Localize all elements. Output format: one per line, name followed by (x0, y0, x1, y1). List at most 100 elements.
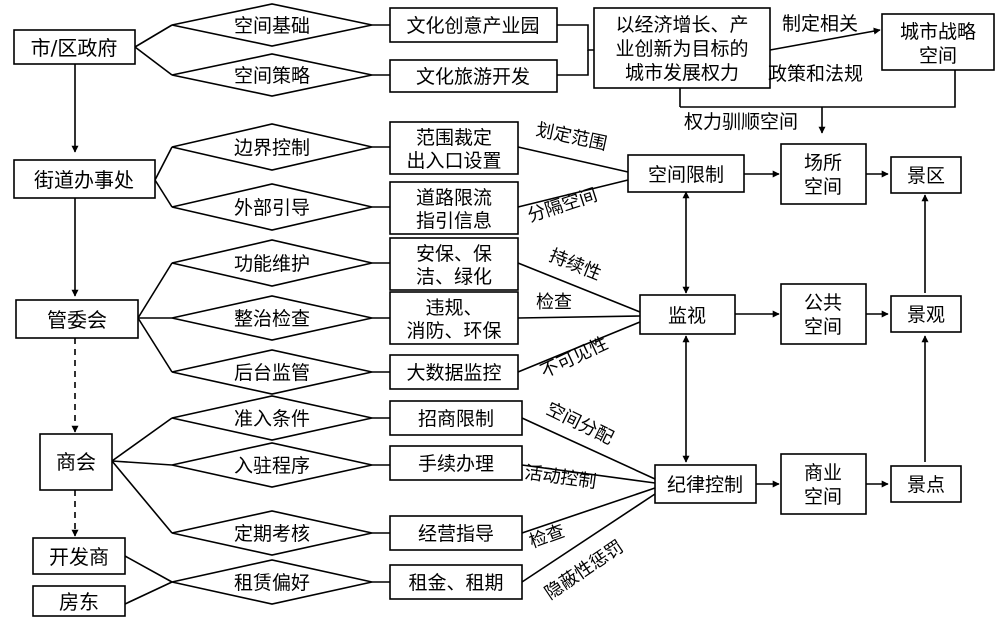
space-venue: 场所 空间 (780, 143, 867, 205)
mechanism-label: 空间限制 (648, 164, 724, 186)
measure-cultural-tourism: 文化旅游开发 (389, 59, 558, 93)
measure-label: 经营指导 (418, 523, 494, 545)
measure-label: 文化旅游开发 (416, 66, 530, 88)
edge-label-inspect-1: 检查 (536, 292, 572, 313)
strategy-label: 整治检查 (234, 308, 310, 330)
measure-scope-entrances: 范围裁定 出入口设置 (389, 121, 519, 175)
space-commercial: 商业 空间 (780, 453, 867, 515)
measure-label-line: 安保、保 (416, 243, 492, 265)
strategy-label: 入驻程序 (234, 455, 310, 477)
actor-label: 管委会 (47, 308, 107, 332)
actor-developer: 开发商 (32, 537, 126, 575)
city-development-power-box: 以经济增长、产 业创新为目标的 城市发展权力 (593, 7, 771, 89)
space-label-line: 场所 (804, 152, 842, 174)
outcome-label: 景区 (907, 165, 945, 187)
edge-label-sustained: 持续性 (546, 245, 604, 285)
measure-procedures: 手续办理 (389, 445, 523, 481)
strategy-label: 功能维护 (234, 253, 310, 275)
mechanism-surveillance: 监视 (639, 294, 736, 335)
actor-landlord: 房东 (32, 585, 126, 617)
edge-label-policies: 政策和法规 (768, 63, 863, 85)
actor-label: 街道办事处 (34, 168, 134, 192)
power-label-line: 城市发展权力 (625, 62, 739, 84)
measure-rent: 租金、租期 (389, 564, 523, 600)
outcome-scenic-spot: 景点 (890, 465, 962, 503)
measure-label-line: 洁、绿化 (416, 266, 492, 288)
strategy-label: 外部引导 (234, 197, 310, 219)
strategy-diamond-backend-supervision: 后台监管 (171, 349, 373, 395)
measure-label-line: 道路限流 (416, 187, 492, 209)
space-label-line: 公共 (804, 292, 842, 314)
measure-label: 文化创意产业园 (406, 15, 539, 37)
power-label-line: 业创新为目标的 (615, 38, 748, 60)
strategy-label: 后台监管 (234, 362, 310, 384)
actor-chamber-of-commerce: 商会 (39, 433, 113, 491)
measure-label-line: 出入口设置 (406, 150, 501, 172)
actor-management-committee: 管委会 (15, 299, 139, 339)
strategy-diamond-boundary-control: 边界控制 (171, 123, 373, 171)
edge-label-activity-control: 活动控制 (523, 462, 597, 493)
measure-big-data: 大数据监控 (389, 354, 519, 390)
urban-strategic-space-box: 城市战略 空间 (881, 13, 995, 71)
mechanism-space-restriction: 空间限制 (627, 154, 745, 193)
strategy-diamond-periodic-assessment: 定期考核 (171, 510, 373, 556)
space-label-line: 空间 (804, 486, 842, 508)
outcome-label: 景点 (907, 474, 945, 496)
measure-investment-restriction: 招商限制 (389, 400, 523, 436)
edge-label-power-tames-space: 权力驯顺空间 (684, 111, 798, 133)
mechanism-label: 纪律控制 (667, 474, 743, 496)
measure-label: 招商限制 (418, 408, 494, 430)
outcome-scenic-area: 景区 (890, 156, 962, 194)
strategy-label: 租赁偏好 (234, 572, 310, 594)
power-label-line: 以经济增长、产 (615, 14, 748, 36)
actor-street-office: 街道办事处 (13, 159, 156, 199)
strategy-diamond-space-foundation: 空间基础 (171, 3, 373, 47)
strategy-diamond-entry-procedure: 入驻程序 (171, 442, 373, 488)
edge-label-separate: 分隔空间 (525, 185, 600, 227)
mechanism-label: 监视 (668, 305, 706, 327)
strategy-label: 空间策略 (234, 65, 310, 87)
measure-security-cleaning: 安保、保 洁、绿化 (389, 237, 519, 291)
measure-label-line: 消防、环保 (406, 320, 501, 342)
measure-road-guide: 道路限流 指引信息 (389, 181, 519, 235)
measure-label-line: 范围裁定 (416, 127, 492, 149)
measure-business-guidance: 经营指导 (389, 515, 523, 551)
measure-label-line: 违规、 (425, 297, 482, 319)
measure-label: 大数据监控 (406, 362, 501, 384)
strategy-diamond-space-strategy: 空间策略 (171, 53, 373, 97)
mechanism-discipline: 纪律控制 (654, 464, 757, 504)
space-label-line: 空间 (919, 45, 957, 67)
strategy-diamond-rectify-inspect: 整治检查 (171, 295, 373, 341)
actor-label: 商会 (56, 450, 96, 474)
measure-label: 租金、租期 (408, 572, 503, 594)
connectors (71, 24, 956, 605)
space-label-line: 城市战略 (900, 21, 976, 43)
measure-cultural-park: 文化创意产业园 (389, 7, 558, 43)
space-label-line: 商业 (804, 462, 842, 484)
strategy-diamond-function-maintenance: 功能维护 (171, 239, 373, 287)
strategy-label: 准入条件 (234, 408, 310, 430)
strategy-diamond-rental-preference: 租赁偏好 (171, 559, 373, 605)
edge-label-invisible: 不可见性 (537, 333, 611, 382)
outcome-label: 景观 (907, 304, 945, 326)
actor-city-government: 市/区政府 (13, 29, 136, 65)
space-label-line: 空间 (804, 176, 842, 198)
strategy-label: 空间基础 (234, 15, 310, 37)
measure-label: 手续办理 (418, 453, 494, 475)
measure-violations: 违规、 消防、环保 (389, 291, 519, 345)
space-public: 公共 空间 (780, 283, 867, 345)
actor-label: 开发商 (49, 545, 109, 569)
space-label-line: 空间 (804, 316, 842, 338)
actor-label: 市/区政府 (31, 36, 118, 60)
edge-label-hidden-punishment: 隐蔽性惩罚 (541, 536, 627, 604)
edge-label-space-allocation: 空间分配 (543, 399, 617, 449)
strategy-diamond-access-conditions: 准入条件 (171, 395, 373, 441)
strategy-diamond-external-guidance: 外部引导 (171, 183, 373, 231)
edge-label-inspect-2: 检查 (527, 521, 568, 553)
edge-label-formulate: 制定相关 (782, 13, 858, 35)
outcome-landscape: 景观 (890, 295, 962, 333)
measure-label-line: 指引信息 (416, 210, 492, 232)
actor-label: 房东 (59, 590, 99, 614)
strategy-label: 边界控制 (234, 137, 310, 159)
